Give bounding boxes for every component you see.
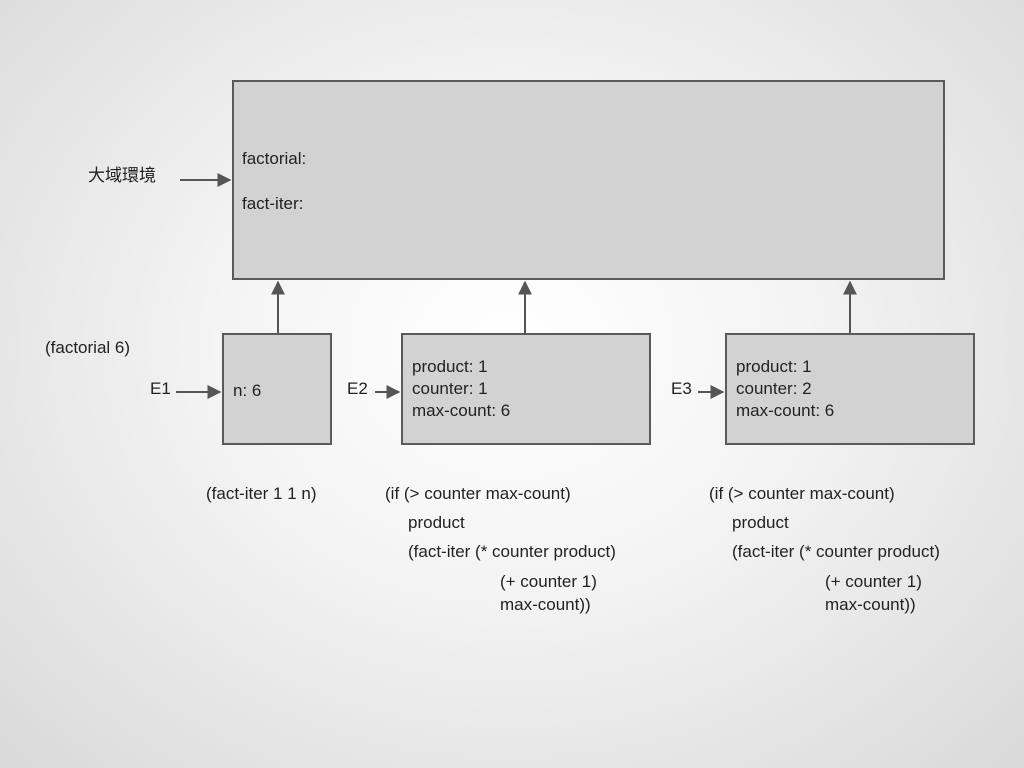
frame-e3-binding-counter: counter: 2: [736, 379, 812, 398]
frame-e3-body-line5: max-count)): [825, 595, 916, 614]
frame-e1-body: (fact-iter 1 1 n): [206, 484, 317, 503]
frame-e3-binding-max-count: max-count: 6: [736, 401, 835, 420]
binding-factorial: factorial:: [242, 149, 307, 168]
frame-e1-box: [222, 333, 332, 445]
global-environment-label: 大域環境: [88, 166, 156, 185]
frame-e3-body-line3: (fact-iter (* counter product): [732, 542, 940, 561]
frame-e3-body-line1: (if (> counter max-count): [709, 484, 895, 503]
frame-e2-body-line2: product: [408, 513, 465, 532]
frame-e1-label: E1: [150, 379, 171, 398]
frame-e3-body-line2: product: [732, 513, 789, 532]
binding-fact-iter: fact-iter:: [242, 194, 304, 213]
frame-e3-binding-product: product: 1: [736, 357, 812, 376]
frame-e3-box: [725, 333, 975, 445]
global-environment-box: [232, 80, 945, 280]
frame-e2-body-line4: (+ counter 1): [500, 572, 597, 591]
frame-e2-box: [401, 333, 651, 445]
frame-e3-body-line4: (+ counter 1): [825, 572, 922, 591]
frame-e2-binding-product: product: 1: [412, 357, 488, 376]
frame-e3-bindings: product: 1 counter: 2 max-count: 6: [736, 356, 834, 422]
frame-e2-body-line5: max-count)): [500, 595, 591, 614]
call-expression: (factorial 6): [45, 338, 131, 357]
frame-e2-bindings: product: 1 counter: 1 max-count: 6: [412, 356, 510, 422]
frame-e3-label: E3: [671, 379, 692, 398]
frame-e2-body-line1: (if (> counter max-count): [385, 484, 571, 503]
frame-e2-body-line3: (fact-iter (* counter product): [408, 542, 616, 561]
frame-e1-binding-n: n: 6: [233, 381, 262, 400]
frame-e2-binding-counter: counter: 1: [412, 379, 488, 398]
frame-e2-binding-max-count: max-count: 6: [412, 401, 511, 420]
frame-e2-label: E2: [347, 379, 368, 398]
